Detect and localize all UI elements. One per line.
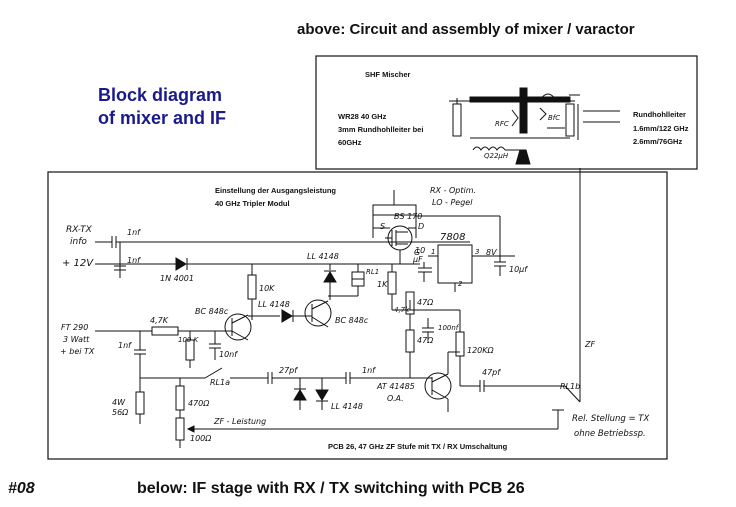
rx-optim-1: RX - Optim. bbox=[430, 186, 477, 195]
oa-label: O.A. bbox=[387, 394, 404, 403]
at41485-label: AT 41485 bbox=[377, 382, 415, 391]
mixer-right-label-1: Rundhohlleiter bbox=[633, 110, 686, 119]
v8-label: 8V bbox=[486, 248, 497, 257]
bc848c-b-label: BC 848c bbox=[335, 316, 369, 325]
if-heading-2: 40 GHz Tripler Modul bbox=[215, 199, 290, 208]
reg-pin3: 3 bbox=[475, 248, 480, 256]
r-47ohm-b-label: 47Ω bbox=[417, 336, 434, 345]
ll4148-b-label: LL 4148 bbox=[307, 252, 339, 261]
r-47k-label: 4,7K bbox=[150, 316, 168, 325]
rx-tx-info-1: RX-TX bbox=[66, 225, 92, 235]
top-caption: above: Circuit and assembly of mixer / v… bbox=[297, 21, 635, 38]
r-1k-label: 1K bbox=[377, 280, 388, 289]
mixer-left-label-2: 3mm Rundhohlleiter bei bbox=[338, 125, 424, 134]
zf-label: ZF bbox=[585, 340, 596, 349]
rel-stellung-1: Rel. Stellung = TX bbox=[572, 414, 650, 424]
diode-1n4001-label: 1N 4001 bbox=[160, 274, 194, 283]
ll4148-a-label: LL 4148 bbox=[258, 300, 290, 309]
r-47ohm-a-label: 47Ω bbox=[417, 298, 434, 307]
block-title-line2: of mixer and IF bbox=[98, 108, 227, 128]
r-470-label: 470Ω bbox=[188, 399, 210, 408]
mixer-box-frame bbox=[315, 55, 698, 170]
reg-7808-label: 7808 bbox=[440, 232, 466, 243]
cap-10nf-label: 10nf bbox=[219, 350, 238, 359]
r-56-label-1: 4W bbox=[112, 398, 125, 407]
cap-10uf-a2-label: µF bbox=[413, 255, 423, 264]
cap-10uf-b-label: 10µf bbox=[509, 265, 528, 274]
block-title-line1: Block diagram bbox=[98, 85, 223, 105]
cap-1nf-c: 1nf bbox=[118, 341, 131, 350]
pcb-label: PCB 26, 47 GHz ZF Stufe mit TX / RX Umsc… bbox=[328, 442, 508, 451]
if-heading-1: Einstellung der Ausgangsleistung bbox=[215, 186, 336, 195]
bs170-label: BS 170 bbox=[394, 212, 423, 221]
cap-100nf-label: 100nf bbox=[438, 324, 459, 332]
r-100-label: 100Ω bbox=[190, 434, 212, 443]
cap-1nf-d: 1nf bbox=[362, 366, 375, 375]
ll4148-c-label: LL 4148 bbox=[331, 402, 363, 411]
mixer-left-label-3: 60GHz bbox=[338, 138, 362, 147]
r-10k-label: 10K bbox=[259, 284, 275, 293]
bs170-s-pin: S bbox=[380, 222, 386, 231]
if-wiring bbox=[95, 168, 581, 448]
reg-pin2: 2 bbox=[458, 280, 463, 288]
ft290-3: + bei TX bbox=[60, 347, 95, 356]
mixer-title: SHF Mischer bbox=[365, 70, 411, 79]
mixer-inductor-label: Q22µH bbox=[484, 152, 509, 160]
cap-10uf-a-label: 10 bbox=[415, 246, 426, 255]
zf-leistung-label: ZF - Leistung bbox=[214, 417, 267, 426]
mixer-rfc-label: RFC bbox=[495, 120, 509, 128]
rel-stellung-2: ohne Betriebssp. bbox=[574, 429, 646, 439]
ft290-1: FT 290 bbox=[61, 323, 89, 332]
rx-optim-2: LO - Pegel bbox=[432, 198, 473, 207]
bc848c-a-label: BC 848c bbox=[195, 307, 229, 316]
cap-1nf-a: 1nf bbox=[127, 228, 140, 237]
mixer-right-label-3: 2.6mm/76GHz bbox=[633, 137, 683, 146]
r-120k-label: 120KΩ bbox=[467, 346, 494, 355]
cap-27pf-label: 27pf bbox=[279, 366, 298, 375]
mixer-waveguide bbox=[449, 87, 620, 165]
bottom-caption: below: IF stage with RX / TX switching w… bbox=[137, 480, 525, 497]
plus-12v-label: + 12V bbox=[62, 258, 94, 269]
rx-tx-info-2: info bbox=[70, 237, 87, 247]
mixer-right-label-2: 1.6mm/122 GHz bbox=[633, 124, 689, 133]
mixer-left-label-1: WR28 40 GHz bbox=[338, 112, 387, 121]
r-56-label-2: 56Ω bbox=[112, 408, 129, 417]
ft290-2: 3 Watt bbox=[63, 335, 90, 344]
relay-rl1-label: RL1 bbox=[366, 268, 380, 276]
slide-number: #08 bbox=[8, 480, 35, 497]
mixer-bfc-label: BfC bbox=[548, 114, 561, 122]
if-box-frame bbox=[47, 171, 668, 460]
reg-pin1: 1 bbox=[431, 248, 436, 256]
cap-1nf-b: 1nf bbox=[127, 256, 140, 265]
r-100k-label: 100 K bbox=[178, 336, 199, 344]
r-47k2-label: 4,7k bbox=[394, 306, 410, 314]
relay-rl1a-label: RL1a bbox=[210, 378, 231, 387]
bs170-g-pin: G bbox=[414, 248, 421, 257]
bs170-d-pin: D bbox=[418, 222, 425, 231]
relay-rl1b-label: RL1b bbox=[560, 382, 581, 391]
cap-47pf-label: 47pf bbox=[482, 368, 501, 377]
